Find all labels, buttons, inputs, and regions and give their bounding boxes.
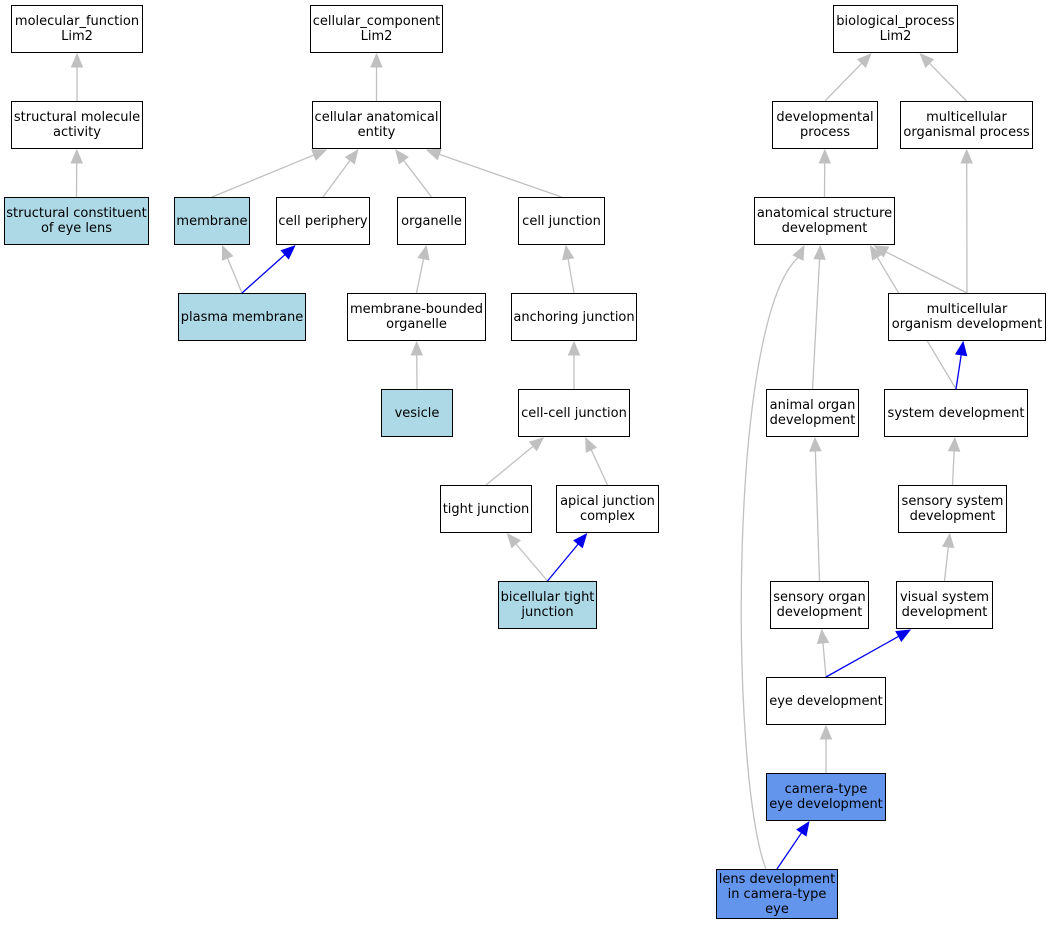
- edge-eyedev-to-sod: [822, 641, 827, 678]
- go-term-scel: structural constituent of eye lens: [4, 197, 149, 245]
- edge-lens-to-cted-arrowhead: [796, 820, 810, 837]
- edge-eyedev-to-sod-arrowhead: [816, 628, 830, 645]
- go-term-ssd: sensory system development: [898, 485, 1007, 533]
- edge-cted-to-eyedev-arrowhead: [819, 724, 833, 740]
- edge-tight-to-ccj-arrowhead: [528, 437, 545, 452]
- go-term-membrane: membrane: [174, 197, 250, 245]
- edge-eyedev-to-vsd-arrowhead: [895, 629, 912, 643]
- go-term-devproc: developmental process: [772, 101, 878, 149]
- edge-tight-to-ccj: [485, 445, 535, 486]
- go-term-cellperiph: cell periphery: [276, 197, 370, 245]
- go-term-sod: sensory organ development: [770, 581, 869, 629]
- go-term-organelle: organelle: [397, 197, 466, 245]
- edge-plasmamembrane-to-membrane-arrowhead: [221, 244, 234, 261]
- edge-organelle-to-cae-arrowhead: [394, 148, 409, 165]
- go-term-multiproc: multicellular organismal process: [900, 101, 1033, 149]
- edge-bicell-to-apical: [546, 542, 580, 582]
- go-term-anchoring: anchoring junction: [511, 293, 637, 341]
- go-term-mbo: membrane-bounded organelle: [347, 293, 486, 341]
- edge-devproc-to-bp-arrowhead: [856, 53, 872, 69]
- edge-sod-to-aod: [814, 449, 821, 582]
- edge-mod-to-asd: [884, 250, 968, 294]
- edge-cellperiph-to-cae-arrowhead: [344, 148, 359, 165]
- edge-devproc-to-bp: [824, 62, 863, 102]
- go-term-sma: structural molecule activity: [11, 101, 143, 149]
- edge-sod-to-aod-arrowhead: [809, 436, 822, 452]
- edge-vesicle-to-mbo-arrowhead: [410, 340, 424, 356]
- edge-bicell-to-tight: [514, 542, 548, 582]
- edge-ssd-to-sysdev: [951, 449, 955, 486]
- go-term-vsd: visual system development: [896, 581, 993, 629]
- edge-plasmamembrane-to-cellperiph: [241, 253, 287, 294]
- edge-mod-to-asd-arrowhead: [873, 245, 890, 258]
- edge-sysdev-to-asd-arrowhead: [869, 244, 883, 261]
- edge-cellperiph-to-cae: [322, 159, 352, 198]
- edge-aod-to-asd-arrowhead: [813, 244, 826, 260]
- edge-lens-to-cted: [776, 831, 803, 870]
- edge-plasmamembrane-to-membrane: [226, 256, 243, 294]
- edge-lens-to-asd: [740, 252, 805, 870]
- edge-sysdev-to-mod-arrowhead: [954, 340, 968, 357]
- edge-anchoring-to-celljunction: [567, 257, 575, 294]
- go-term-celljunction: cell junction: [518, 197, 605, 245]
- edge-vsd-to-ssd-arrowhead: [941, 532, 955, 549]
- edge-asd-to-devproc-arrowhead: [818, 148, 831, 164]
- edge-mbo-to-organelle: [415, 257, 425, 294]
- edge-ccj-to-anchoring-arrowhead: [567, 340, 581, 356]
- go-term-cted: camera-type eye development: [766, 773, 886, 821]
- edge-bicell-to-tight-arrowhead: [506, 533, 522, 549]
- edge-apical-to-ccj-arrowhead: [585, 436, 598, 453]
- edge-celljunction-to-cae-arrowhead: [425, 148, 442, 161]
- go-term-ccj: cell-cell junction: [518, 389, 630, 437]
- edge-eyedev-to-vsd: [825, 635, 900, 678]
- edge-aod-to-asd: [811, 257, 821, 390]
- edge-plasmamembrane-to-cellperiph-arrowhead: [280, 245, 296, 260]
- edge-vsd-to-ssd: [943, 545, 950, 582]
- edge-multiproc-to-bp-arrowhead: [919, 53, 935, 69]
- go-term-plasmamembrane: plasma membrane: [178, 293, 306, 341]
- edge-anchoring-to-celljunction-arrowhead: [562, 244, 575, 261]
- edge-membrane-to-cae: [211, 153, 316, 198]
- edge-ssd-to-sysdev-arrowhead: [947, 436, 961, 452]
- go-term-bp: biological_process Lim2: [833, 5, 958, 53]
- edge-mod-to-multiproc-arrowhead: [960, 148, 973, 164]
- go-term-lens: lens development in camera-type eye: [716, 869, 838, 919]
- go-term-apical: apical junction complex: [556, 485, 659, 533]
- go-term-eyedev: eye development: [766, 677, 886, 725]
- go-term-cae: cellular anatomical entity: [312, 101, 441, 149]
- edge-sma-to-mf-arrowhead: [70, 52, 84, 68]
- edge-membrane-to-cae-arrowhead: [311, 149, 328, 161]
- go-term-tight: tight junction: [440, 485, 532, 533]
- edge-lens-to-asd-arrowhead: [792, 244, 805, 261]
- edge-celljunction-to-cae: [438, 153, 562, 198]
- go-term-asd: anatomical structure development: [754, 197, 895, 245]
- go-term-bicell: bicellular tight junction: [498, 581, 597, 629]
- edge-scel-to-sma-arrowhead: [70, 148, 83, 164]
- go-term-mf: molecular_function Lim2: [11, 5, 143, 53]
- go-term-vesicle: vesicle: [381, 389, 453, 437]
- edge-mbo-to-organelle-arrowhead: [417, 244, 430, 261]
- edge-apical-to-ccj: [590, 448, 609, 486]
- go-term-aod: animal organ development: [766, 389, 859, 437]
- edge-cae-to-cc-arrowhead: [370, 52, 383, 68]
- edge-bicell-to-apical-arrowhead: [573, 533, 588, 549]
- edge-organelle-to-cae: [402, 159, 433, 198]
- go-term-mod: multicellular organism development: [888, 293, 1046, 341]
- go-term-sysdev: system development: [884, 389, 1028, 437]
- edge-sysdev-to-mod: [955, 353, 962, 390]
- go-term-cc: cellular_component Lim2: [310, 5, 443, 53]
- edge-multiproc-to-bp: [928, 62, 967, 102]
